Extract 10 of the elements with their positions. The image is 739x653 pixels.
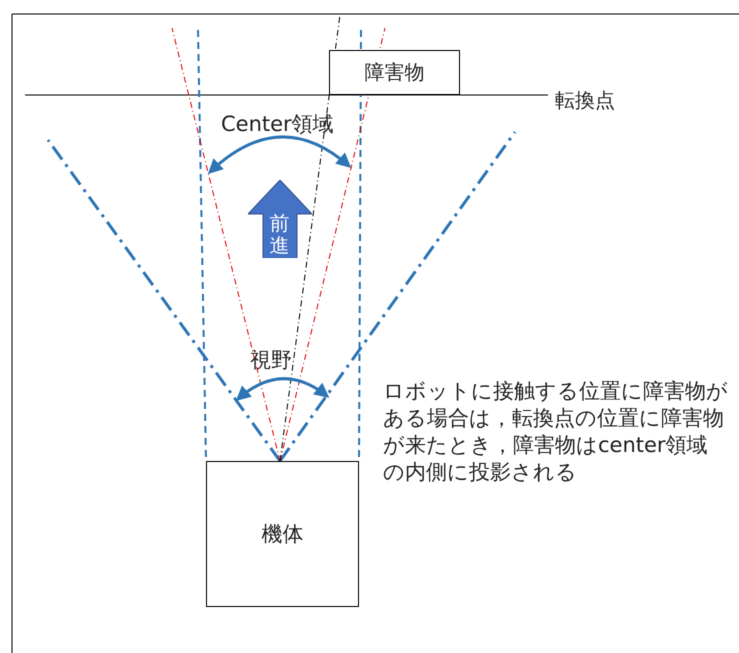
- node-label: 障害物: [364, 59, 424, 86]
- obstacle-box: [329, 50, 460, 95]
- node-label: 前進: [270, 212, 290, 256]
- node-label: 機体: [262, 521, 304, 548]
- center-region-label: Center領域: [221, 111, 334, 138]
- field-of-view-label: 視野: [250, 347, 292, 374]
- explanation-note: ロボットに接触する位置に障害物がある場合は，転換点の位置に障害物が来たとき，障害物はcenter領域の内側に投影される: [383, 378, 728, 486]
- robot-body-box: [206, 461, 359, 607]
- forward-arrow: [248, 180, 312, 258]
- turning-point-label: 転換点: [555, 87, 615, 114]
